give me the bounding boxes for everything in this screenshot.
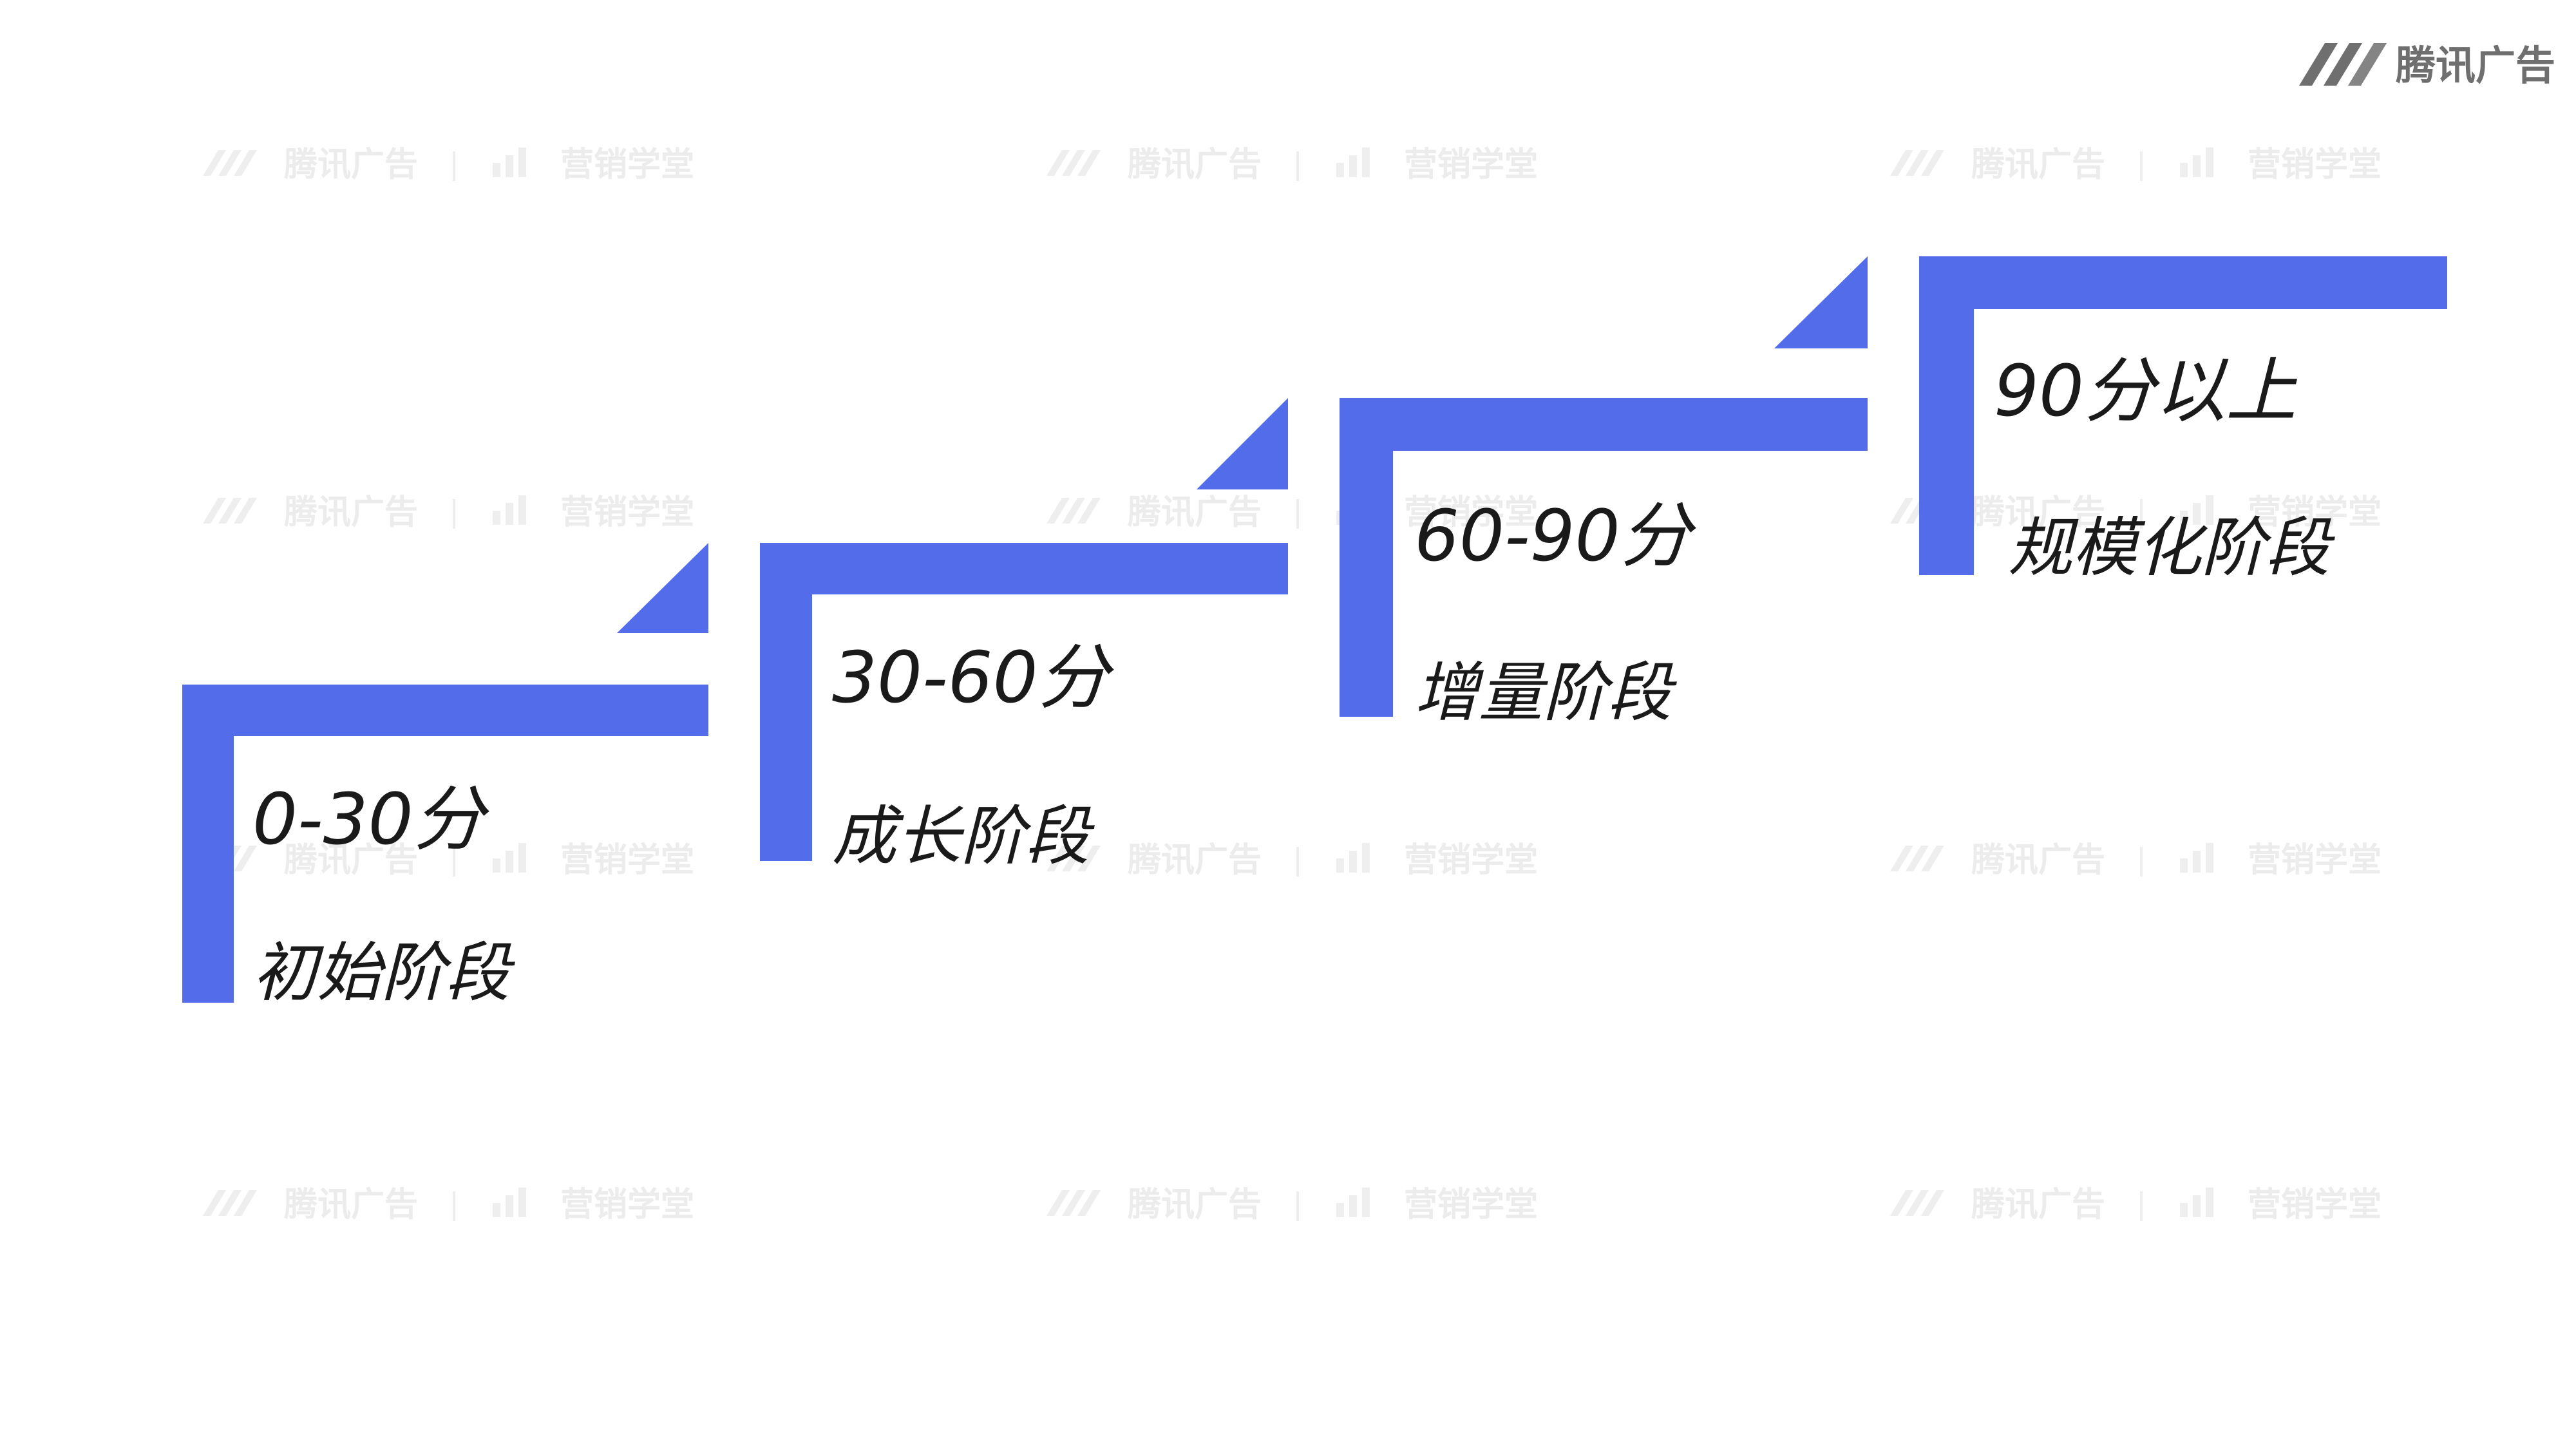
- watermark-chart-icon: [2180, 843, 2213, 873]
- watermark-logo-icon: [1046, 846, 1101, 871]
- watermark-text-primary: 腾讯广告: [1128, 146, 1262, 184]
- stage-2-name: 成长阶段: [832, 799, 1095, 874]
- watermark-text-primary: 腾讯广告: [1128, 841, 1262, 880]
- watermark-tile: 腾讯广告 营销学堂: [203, 493, 694, 532]
- watermark-chart-icon: [1336, 1188, 1370, 1217]
- watermark-logo-icon: [1890, 846, 1944, 871]
- watermark-tile: 腾讯广告 营销学堂: [1046, 1186, 1538, 1224]
- watermark-logo-icon: [203, 498, 257, 524]
- stage-4-score: 90分以上: [1994, 350, 2298, 432]
- brand-logo: 腾讯广告: [2299, 42, 2555, 89]
- watermark-text-primary: 腾讯广告: [1128, 1186, 1262, 1224]
- watermark-tile: 腾讯广告 营销学堂: [1046, 841, 1538, 880]
- watermark-chart-icon: [493, 147, 526, 177]
- watermark-text-primary: 腾讯广告: [284, 493, 418, 532]
- watermark-text-secondary: 营销学堂: [1404, 1186, 1538, 1224]
- watermark-text-secondary: 营销学堂: [560, 146, 694, 184]
- watermark-chart-icon: [493, 843, 526, 873]
- watermark-tile: 腾讯广告 营销学堂: [203, 146, 694, 184]
- watermark-logo-icon: [1046, 150, 1101, 176]
- watermark-logo-icon: [1890, 1190, 1944, 1216]
- stage-2-bracket: [760, 543, 1288, 861]
- stage-2: 30-60分 成长阶段: [760, 398, 1288, 874]
- stage-2-corner-triangle: [1197, 398, 1288, 489]
- watermark-chart-icon: [493, 1188, 526, 1217]
- stage-1: 0-30分 初始阶段: [182, 543, 708, 1010]
- stage-list: 0-30分 初始阶段 30-60分 成长阶段 60-90分 增量阶段 90分以上…: [182, 256, 2447, 1010]
- watermark-logo-icon: [1046, 498, 1101, 524]
- watermark-text-primary: 腾讯广告: [284, 146, 418, 184]
- stage-3-corner-triangle: [1774, 256, 1868, 348]
- watermark-layer: 腾讯广告营销学堂腾讯广告营销学堂腾讯广告营销学堂腾讯广告营销学堂腾讯广告营销学堂…: [203, 146, 2382, 1224]
- watermark-text-secondary: 营销学堂: [560, 841, 694, 880]
- watermark-text-secondary: 营销学堂: [2248, 1186, 2382, 1224]
- watermark-text-secondary: 营销学堂: [1404, 841, 1538, 880]
- stage-4-name: 规模化阶段: [2008, 510, 2335, 585]
- watermark-tile: 腾讯广告 营销学堂: [1890, 493, 2382, 532]
- stage-3: 60-90分 增量阶段: [1340, 256, 1868, 730]
- stage-1-corner-triangle: [617, 543, 708, 633]
- watermark-tile: 腾讯广告 营销学堂: [1890, 146, 2382, 184]
- watermark-tile: 腾讯广告 营销学堂: [1046, 493, 1538, 532]
- watermark-text-secondary: 营销学堂: [1404, 493, 1538, 532]
- watermark-tile: 腾讯广告 营销学堂: [1890, 1186, 2382, 1224]
- stage-1-name: 初始阶段: [252, 935, 515, 1010]
- watermark-text-secondary: 营销学堂: [2248, 146, 2382, 184]
- watermark-tile: 腾讯广告 营销学堂: [1046, 146, 1538, 184]
- watermark-chart-icon: [2180, 147, 2213, 177]
- watermark-text-primary: 腾讯广告: [1971, 146, 2105, 184]
- stage-4: 90分以上 规模化阶段: [1919, 256, 2447, 585]
- watermark-text-primary: 腾讯广告: [1971, 493, 2105, 532]
- watermark-logo-icon: [203, 1190, 257, 1216]
- watermark-text-secondary: 营销学堂: [1404, 146, 1538, 184]
- stage-1-bracket: [182, 685, 708, 1003]
- watermark-text-secondary: 营销学堂: [560, 493, 694, 532]
- logo-text: 腾讯广告: [2396, 42, 2555, 89]
- stage-3-name: 增量阶段: [1414, 655, 1677, 730]
- watermark-text-secondary: 营销学堂: [2248, 493, 2382, 532]
- watermark-text-primary: 腾讯广告: [284, 841, 418, 880]
- watermark-tile: 腾讯广告 营销学堂: [203, 1186, 694, 1224]
- watermark-text-primary: 腾讯广告: [1971, 1186, 2105, 1224]
- watermark-chart-icon: [1336, 843, 1370, 873]
- watermark-logo-icon: [1046, 1190, 1101, 1216]
- watermark-chart-icon: [2180, 495, 2213, 525]
- stage-3-bracket: [1340, 398, 1868, 717]
- tencent-ads-logo-icon: [2299, 43, 2387, 86]
- watermark-logo-icon: [203, 150, 257, 176]
- watermark-tile: 腾讯广告 营销学堂: [203, 841, 694, 880]
- watermark-text-secondary: 营销学堂: [2248, 841, 2382, 880]
- watermark-chart-icon: [493, 495, 526, 525]
- watermark-text-secondary: 营销学堂: [560, 1186, 694, 1224]
- watermark-logo-icon: [1890, 150, 1944, 176]
- stage-4-bracket: [1919, 256, 2447, 575]
- watermark-text-primary: 腾讯广告: [1971, 841, 2105, 880]
- watermark-text-primary: 腾讯广告: [1128, 493, 1262, 532]
- watermark-text-primary: 腾讯广告: [284, 1186, 418, 1224]
- watermark-chart-icon: [2180, 1188, 2213, 1217]
- stage-2-score: 30-60分: [832, 636, 1115, 719]
- watermark-chart-icon: [1336, 147, 1370, 177]
- watermark-tile: 腾讯广告 营销学堂: [1890, 841, 2382, 880]
- stage-3-score: 60-90分: [1414, 495, 1697, 577]
- stage-1-score: 0-30分: [252, 778, 490, 860]
